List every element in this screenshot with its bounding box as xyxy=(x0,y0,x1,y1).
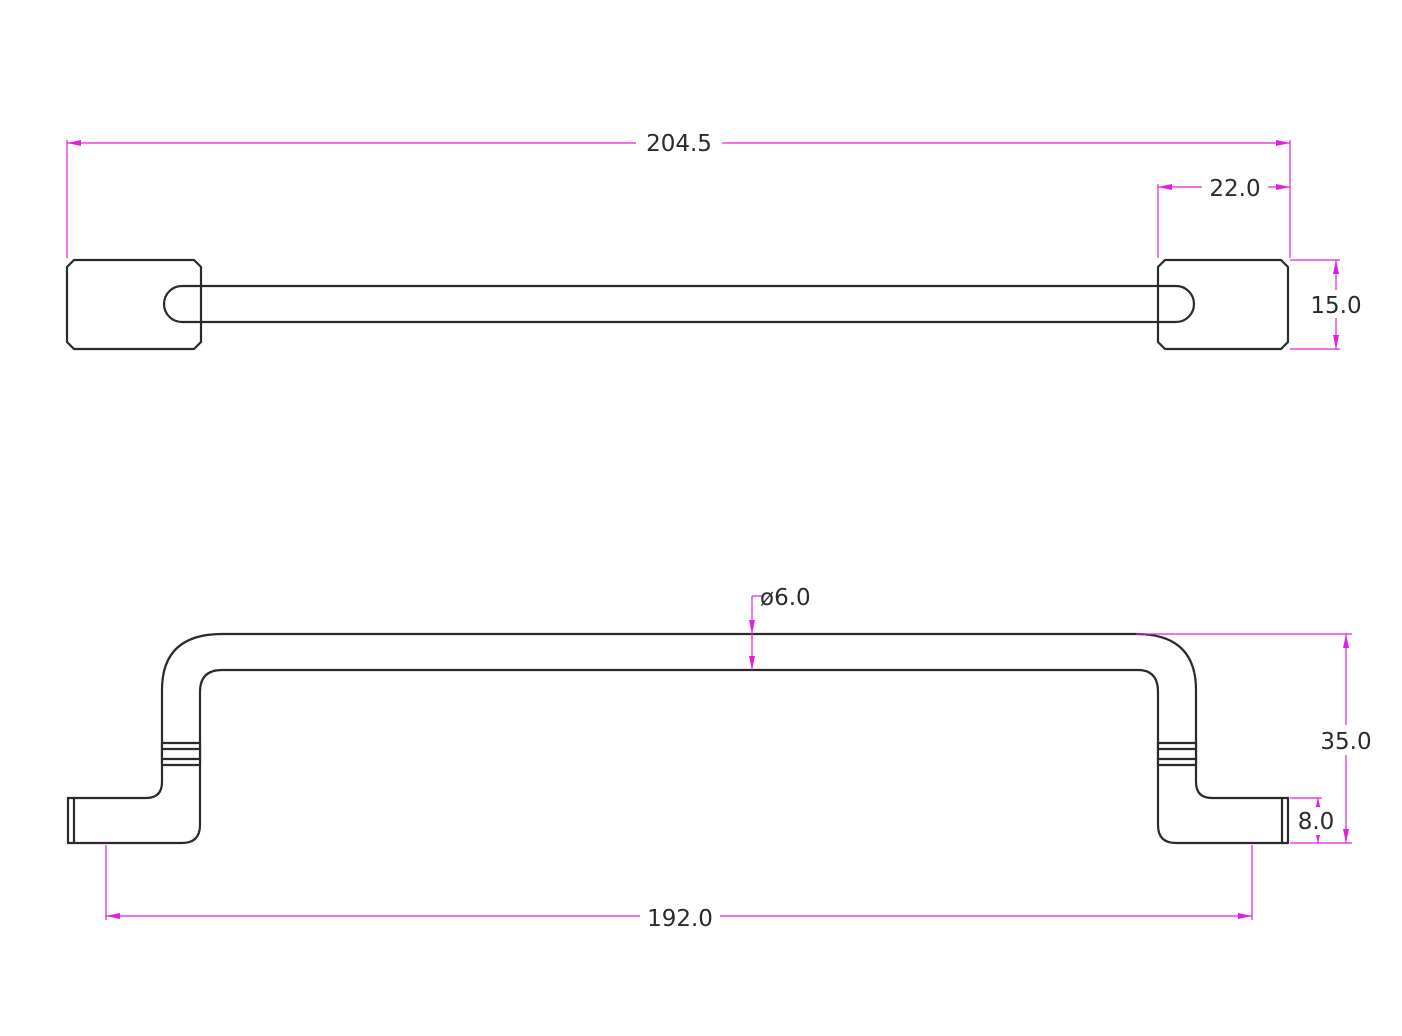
base-length-label: 22.0 xyxy=(1209,176,1260,202)
side-view-handle-inner xyxy=(66,668,1290,845)
dimension-height: 35.0 xyxy=(1136,633,1378,844)
top-view-left-base xyxy=(65,258,203,351)
top-view-bar xyxy=(162,284,1196,324)
dimension-base-length: 22.0 xyxy=(1157,172,1290,258)
side-view-left-collar xyxy=(160,741,202,767)
dimension-hole-spacing: 192.0 xyxy=(105,845,1253,932)
side-view-right-collar xyxy=(1156,741,1198,767)
dimension-bar-diameter: ø6.0 xyxy=(749,585,811,670)
hole-spacing-label: 192.0 xyxy=(647,906,713,932)
dimension-overall-length: 204.5 xyxy=(66,128,1291,258)
height-label: 35.0 xyxy=(1320,729,1371,755)
dimension-base-width: 15.0 xyxy=(1290,259,1368,350)
top-view: 204.5 22.0 15.0 xyxy=(65,128,1368,351)
dimension-foot-height: 8.0 xyxy=(1290,797,1337,843)
bar-diameter-label: ø6.0 xyxy=(760,585,811,611)
side-view-handle-outline xyxy=(66,632,1290,800)
foot-height-label: 8.0 xyxy=(1298,809,1335,835)
overall-length-label: 204.5 xyxy=(646,131,712,157)
side-view: ø6.0 35.0 8.0 1 xyxy=(66,585,1378,932)
base-width-label: 15.0 xyxy=(1310,293,1361,319)
